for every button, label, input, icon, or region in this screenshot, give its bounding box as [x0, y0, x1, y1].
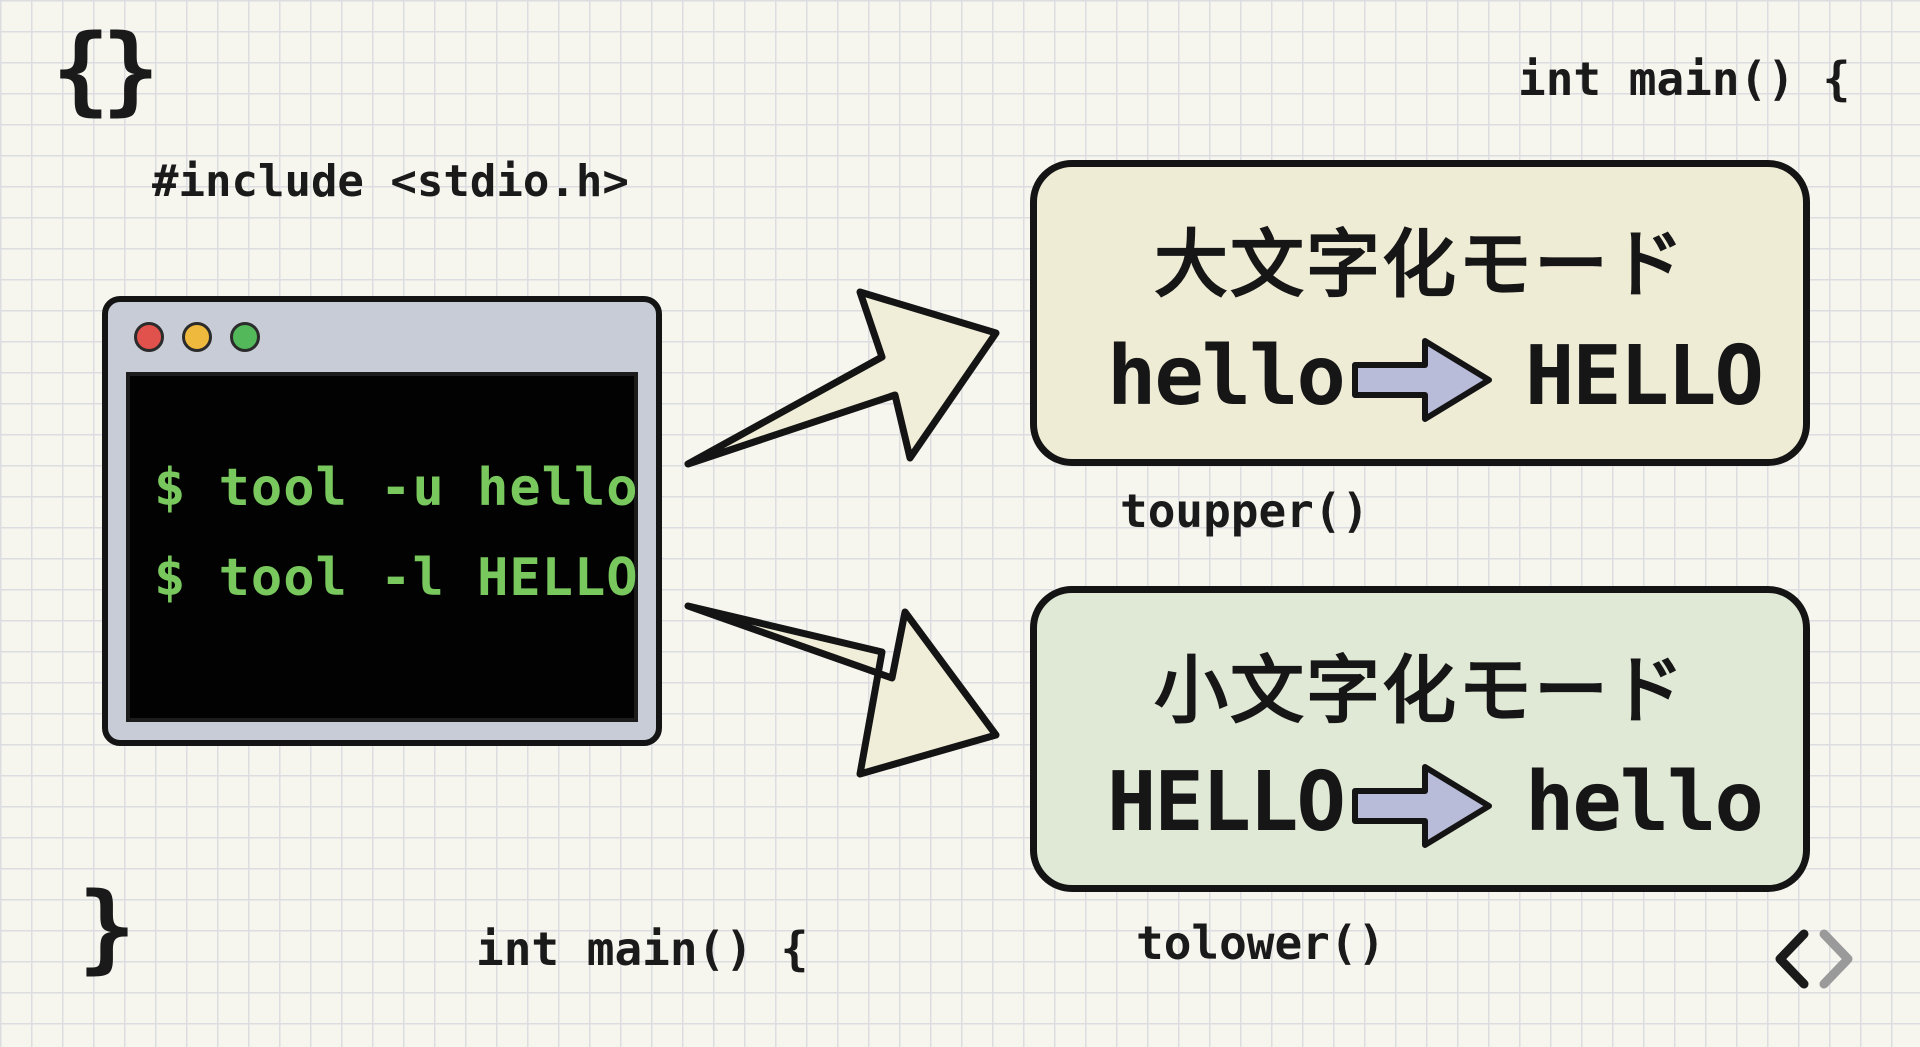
uppercase-mode-box: 大文字化モード hello HELLO — [1030, 160, 1810, 466]
close-dot-icon — [134, 322, 164, 352]
arrow-to-lowercase-icon — [684, 602, 1000, 778]
code-brackets-icon — [1775, 929, 1853, 989]
uppercase-input-text: hello — [1107, 329, 1346, 424]
lowercase-output-text: hello — [1525, 755, 1764, 850]
main-function-text-bottom: int main() { — [476, 922, 809, 976]
terminal-window: $ tool -u hello $ tool -l HELLO — [102, 296, 662, 746]
terminal-screen: $ tool -u hello $ tool -l HELLO — [126, 372, 638, 722]
maximize-dot-icon — [230, 322, 260, 352]
brace-close-decoration: } — [78, 872, 136, 984]
lowercase-mode-title: 小文字化モード — [1154, 648, 1686, 734]
terminal-command-uppercase: $ tool -u hello — [154, 458, 639, 518]
main-function-text-top: int main() { — [1518, 52, 1851, 106]
lowercase-input-text: HELLO — [1107, 755, 1346, 850]
right-arrow-icon — [1352, 338, 1492, 422]
include-directive-text: #include <stdio.h> — [152, 156, 629, 207]
uppercase-mode-title: 大文字化モード — [1154, 222, 1686, 308]
uppercase-output-text: HELLO — [1525, 329, 1764, 424]
minimize-dot-icon — [182, 322, 212, 352]
right-arrow-icon — [1352, 764, 1492, 848]
lowercase-mode-box: 小文字化モード HELLO hello — [1030, 586, 1810, 892]
arrow-to-uppercase-icon — [684, 288, 1000, 468]
brace-open-decoration: {} — [52, 14, 160, 126]
toupper-function-label: toupper() — [1120, 484, 1370, 538]
terminal-command-lowercase: $ tool -l HELLO — [154, 548, 639, 608]
tolower-function-label: tolower() — [1136, 916, 1386, 970]
